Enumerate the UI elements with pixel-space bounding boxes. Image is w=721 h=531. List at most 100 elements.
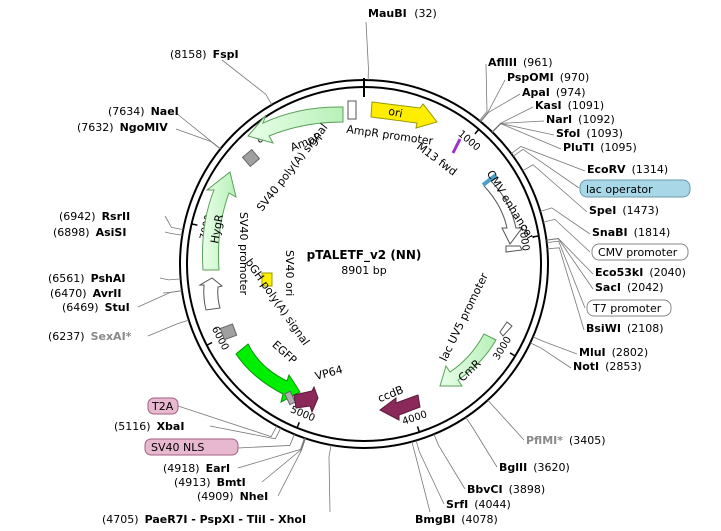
site-bglii[interactable]: BglII(3620) xyxy=(499,461,570,474)
site-xbai[interactable]: (5116)XbaI xyxy=(114,420,184,433)
lac-uv5-feature[interactable] xyxy=(499,321,513,337)
leader-line xyxy=(522,164,588,213)
site-stui[interactable]: (6469)StuI xyxy=(62,301,130,314)
sv40-promoter-label: SV40 promoter xyxy=(237,212,250,296)
site-fspi[interactable]: (8158)FspI xyxy=(170,48,239,61)
leader-line xyxy=(492,123,562,150)
leader-line xyxy=(147,319,189,337)
tick-mark xyxy=(509,352,516,357)
t7-promoter-box[interactable] xyxy=(586,299,672,317)
leader-line xyxy=(479,63,488,121)
site-leader-lines xyxy=(137,21,594,513)
site-maubi[interactable]: MauBI (32) xyxy=(368,7,437,20)
lac-operator-box[interactable] xyxy=(579,179,691,198)
site-eco53ki[interactable]: Eco53kI(2040) xyxy=(595,266,686,279)
t2a-box[interactable] xyxy=(147,397,179,415)
cmv-promoter-box[interactable] xyxy=(591,243,689,261)
leader-line xyxy=(221,59,273,105)
site-bbvci[interactable]: BbvCI(3898) xyxy=(467,483,545,496)
leader-line xyxy=(491,120,545,133)
site-snabi[interactable]: SnaBI(1814) xyxy=(592,226,670,239)
leader-line xyxy=(546,238,594,290)
site-srfi[interactable]: SrfI(4044) xyxy=(446,498,511,511)
ori-feature[interactable] xyxy=(370,101,438,129)
site-sfoi[interactable]: SfoI(1093) xyxy=(556,127,623,140)
site-ngomiv[interactable]: (7632)NgoMIV xyxy=(77,121,168,134)
site-pshai[interactable]: (6561)PshAI xyxy=(48,272,125,285)
site-spei[interactable]: SpeI(1473) xyxy=(589,204,659,217)
plasmid-size: 8901 bp xyxy=(341,264,386,277)
vp64-label: VP64 xyxy=(314,363,345,383)
leader-line xyxy=(159,277,181,281)
site-noti[interactable]: NotI(2853) xyxy=(573,360,642,373)
site-pluti[interactable]: PluTI(1095) xyxy=(563,141,637,154)
site-ecorv[interactable]: EcoRV(1314) xyxy=(587,163,668,176)
site-sexai[interactable]: (6237)SexAI* xyxy=(48,330,132,343)
vp64-feature[interactable] xyxy=(293,385,319,414)
cmr-feature[interactable] xyxy=(439,333,497,387)
egfp-label: EGFP xyxy=(269,338,299,367)
leader-line xyxy=(480,79,506,122)
site-naei[interactable]: (7634)NaeI xyxy=(108,105,179,118)
hygr-label: HygR xyxy=(208,213,226,245)
site-pflmi[interactable]: PflMI*(3405) xyxy=(526,434,606,447)
leader-line xyxy=(543,218,591,253)
tick-mark xyxy=(191,223,198,226)
sv40-polya-feature[interactable] xyxy=(241,148,261,168)
site-nhei[interactable]: (4909)NheI xyxy=(197,490,268,503)
site-afliii[interactable]: AflIII(961) xyxy=(488,56,553,69)
site-bmgbi[interactable]: BmgBI(4078) xyxy=(415,513,498,526)
ccdb-feature[interactable] xyxy=(379,394,421,421)
site-rsrii[interactable]: (6942)RsrII xyxy=(59,210,130,223)
leader-line xyxy=(530,342,572,369)
tick-mark xyxy=(206,341,213,346)
cmv-promoter-feature[interactable] xyxy=(505,245,523,253)
tick-mark xyxy=(296,422,301,429)
cmv-promoter-text: CMV promoter xyxy=(598,246,678,259)
leader-line xyxy=(540,207,591,235)
leader-line xyxy=(547,247,585,331)
site-pspomi[interactable]: PspOMI(970) xyxy=(507,71,589,84)
sv40-nls-box[interactable] xyxy=(144,438,239,456)
lac-operator-text: lac operator xyxy=(586,183,653,196)
t7-promoter-text: T7 promoter xyxy=(592,302,662,315)
leader-line xyxy=(487,399,525,441)
leader-line xyxy=(237,437,305,469)
site-paer7i[interactable]: (4705)PaeR7I - PspXI - TliI - XhoI xyxy=(102,513,306,526)
leader-line xyxy=(164,231,183,236)
sv40-ori-label: SV40 ori xyxy=(283,250,296,296)
bgh-polya-feature[interactable] xyxy=(219,323,238,341)
site-asisi[interactable]: (6898)AsiSI xyxy=(53,226,126,239)
egfp-feature[interactable] xyxy=(235,343,301,403)
site-avrii[interactable]: (6470)AvrII xyxy=(50,287,121,300)
leader-line xyxy=(415,440,445,505)
leader-line xyxy=(512,148,580,189)
site-eari[interactable]: (4918)EarI xyxy=(163,462,230,475)
sv40-promoter-feature[interactable] xyxy=(198,277,224,311)
leader-line xyxy=(365,21,369,81)
site-saci[interactable]: SacI(2042) xyxy=(595,281,664,294)
ampr-promoter-feature[interactable] xyxy=(347,100,357,120)
leader-line xyxy=(164,215,184,231)
site-bmti[interactable]: (4913)BmtI xyxy=(174,476,246,489)
plasmid-name: pTALETF_v2 (NN) xyxy=(307,248,422,263)
t2a-feature[interactable] xyxy=(284,390,296,406)
site-kasi[interactable]: KasI(1091) xyxy=(535,99,604,112)
site-nari[interactable]: NarI(1092) xyxy=(546,113,615,126)
site-bsiwi[interactable]: BsiWI(2108) xyxy=(586,322,664,335)
sv40-ori-feature[interactable] xyxy=(261,272,273,287)
leader-line xyxy=(546,240,586,309)
tick-mark xyxy=(474,128,480,135)
hygr-feature[interactable] xyxy=(201,171,237,271)
m13-fwd-feature[interactable] xyxy=(451,138,462,154)
site-mlui[interactable]: MluI(2802) xyxy=(579,346,648,359)
cmv-enhancer-feature[interactable] xyxy=(483,179,523,245)
site-apai[interactable]: ApaI(974) xyxy=(522,86,586,99)
leader-line xyxy=(175,128,221,150)
leader-line xyxy=(433,434,466,490)
lac-operator-feature[interactable] xyxy=(481,173,498,187)
bgh-polya-label: bGH poly(A) signal xyxy=(243,256,313,348)
ampr-feature[interactable] xyxy=(247,106,344,144)
m13-fwd-label: M13 fwd xyxy=(414,140,459,178)
t2a-text: T2A xyxy=(151,400,174,413)
